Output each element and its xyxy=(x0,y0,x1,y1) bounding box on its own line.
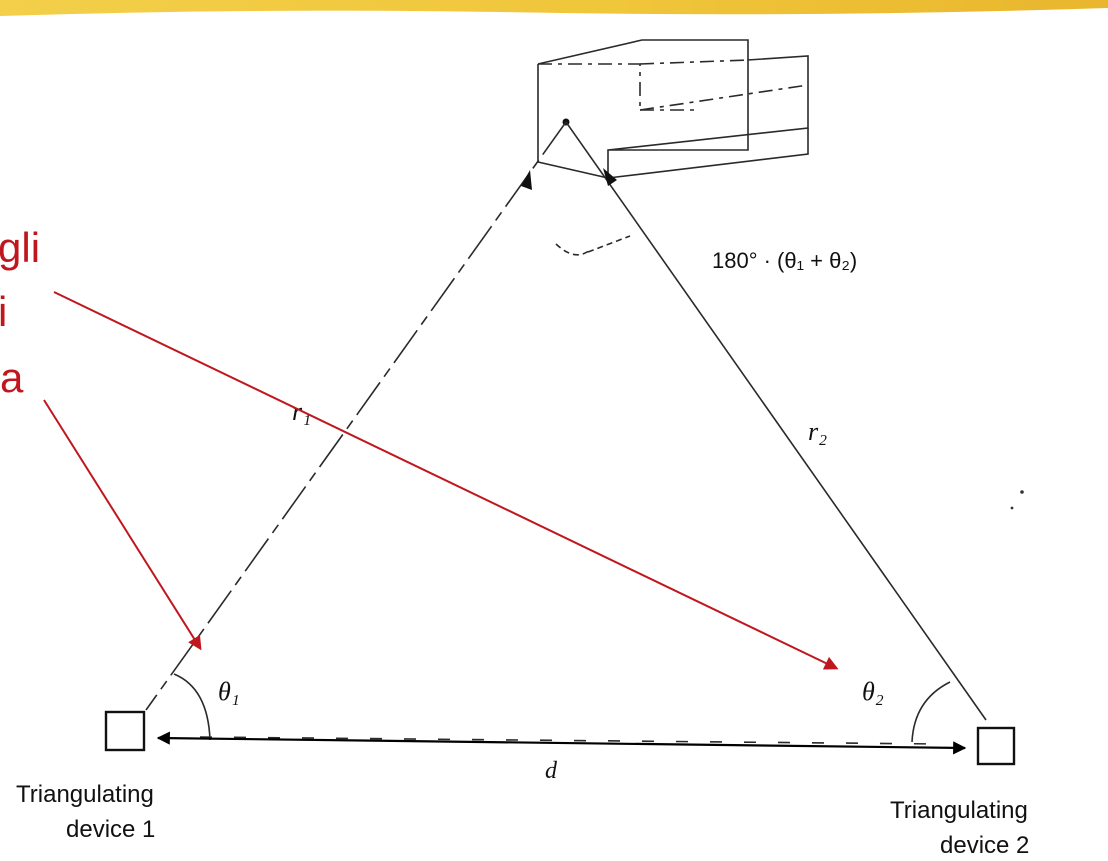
annotation-line-2: i xyxy=(0,288,7,335)
apex-angle-marker: 180° · (θ₁ + θ₂) xyxy=(555,235,857,273)
angle-left-label: θ₁ xyxy=(218,677,240,706)
header-banner xyxy=(0,0,1108,16)
device-1-box xyxy=(104,710,146,752)
side-left-line xyxy=(145,121,567,711)
annotation-text: gli i a xyxy=(0,224,40,401)
device-1-label-line2: device 1 xyxy=(66,816,155,843)
annotation-arrow-right xyxy=(53,291,839,670)
annotation-line-3: a xyxy=(0,354,24,401)
device-1-label-line1: Triangulating xyxy=(16,781,154,808)
side-right-label: r₂ xyxy=(808,417,827,446)
device-2-label-line2: device 2 xyxy=(940,832,1029,859)
angle-arc-right xyxy=(911,681,951,743)
baseline-arrow xyxy=(156,731,967,755)
baseline-label: d xyxy=(545,758,558,784)
target-object xyxy=(537,39,809,180)
apex-angle-label: 180° · (θ₁ + θ₂) xyxy=(712,248,857,273)
annotation-arrow-left xyxy=(43,399,202,651)
side-right-line xyxy=(565,121,987,721)
device-2-box xyxy=(976,726,1016,766)
angle-arc-left xyxy=(173,673,211,741)
device-2-label-line1: Triangulating xyxy=(890,797,1028,824)
triangle xyxy=(145,121,987,721)
angle-right-label: θ₂ xyxy=(862,677,884,706)
annotation-line-1: gli xyxy=(0,224,40,271)
